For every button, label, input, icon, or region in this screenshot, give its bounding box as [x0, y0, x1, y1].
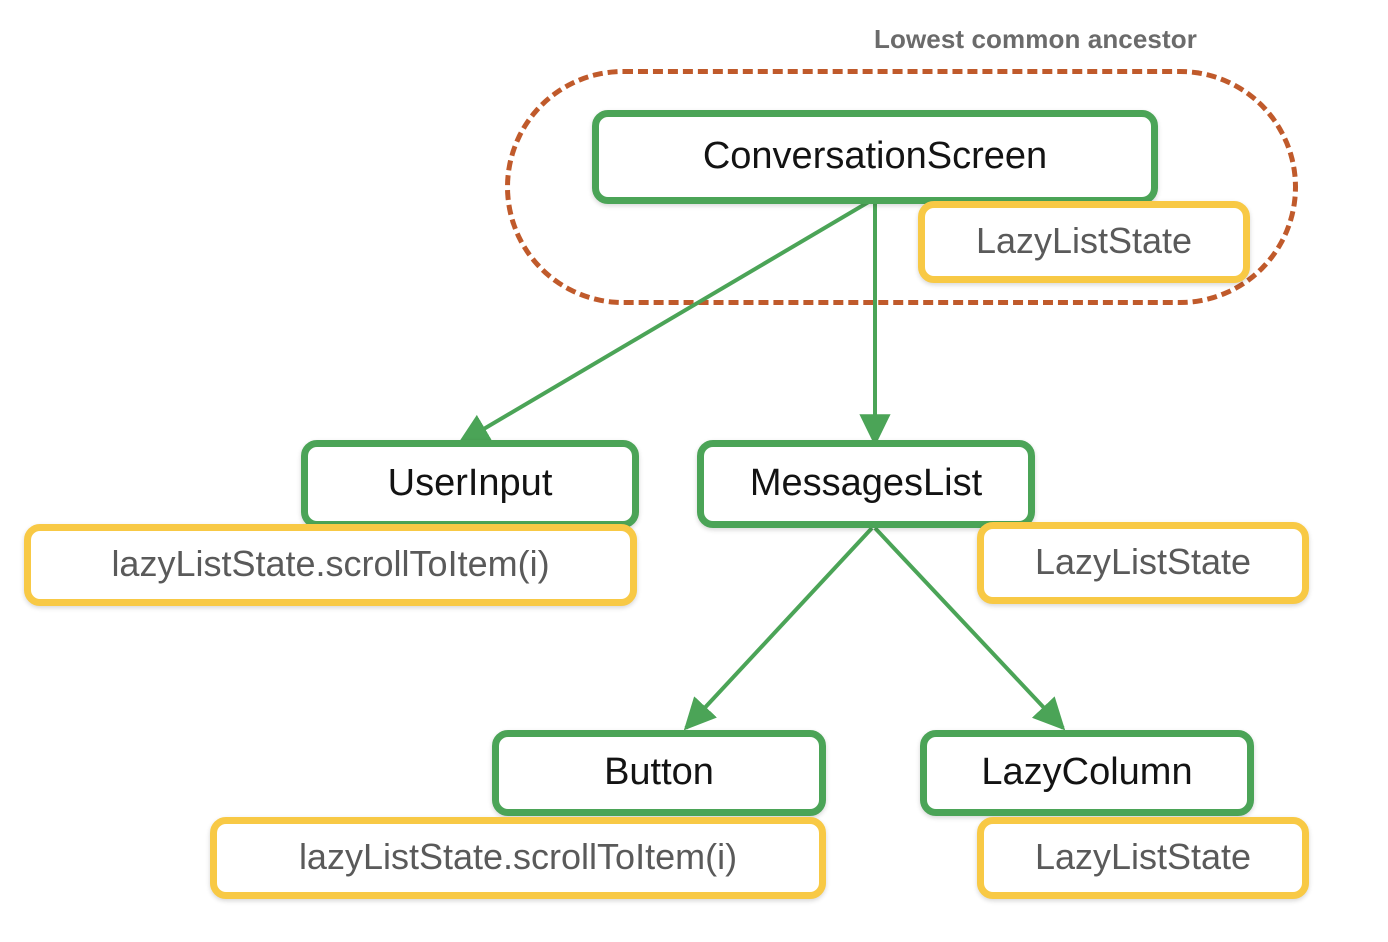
node-user-input-label: UserInput: [387, 461, 553, 504]
node-messages-list-label: MessagesList: [749, 461, 983, 504]
node-conversation-screen-state[interactable]: LazyListState: [918, 201, 1250, 283]
node-lazy-column-state[interactable]: LazyListState: [977, 817, 1309, 899]
node-button[interactable]: Button: [492, 730, 826, 816]
node-messages-list[interactable]: MessagesList: [697, 440, 1035, 528]
node-lazy-column-label: LazyColumn: [981, 750, 1193, 793]
node-user-input-state[interactable]: lazyListState.scrollToItem(i): [24, 524, 637, 606]
node-conversation-screen-label: ConversationScreen: [702, 134, 1048, 177]
edge-messageslist-button: [683, 526, 874, 731]
node-button-state-label: lazyListState.scrollToItem(i): [298, 835, 738, 877]
node-messages-list-state[interactable]: LazyListState: [977, 522, 1309, 604]
node-messages-list-state-label: LazyListState: [1034, 540, 1252, 582]
lowest-common-ancestor-region: [505, 69, 1298, 305]
lowest-common-ancestor-label: Lowest common ancestor: [874, 24, 1197, 54]
node-button-label: Button: [604, 750, 714, 793]
node-lazy-column[interactable]: LazyColumn: [920, 730, 1254, 816]
node-conversation-screen[interactable]: ConversationScreen: [592, 110, 1158, 204]
node-user-input[interactable]: UserInput: [301, 440, 639, 528]
node-user-input-state-label: lazyListState.scrollToItem(i): [111, 542, 550, 584]
node-button-state[interactable]: lazyListState.scrollToItem(i): [210, 817, 826, 899]
node-conversation-screen-state-label: LazyListState: [975, 219, 1193, 261]
node-lazy-column-state-label: LazyListState: [1034, 835, 1252, 877]
